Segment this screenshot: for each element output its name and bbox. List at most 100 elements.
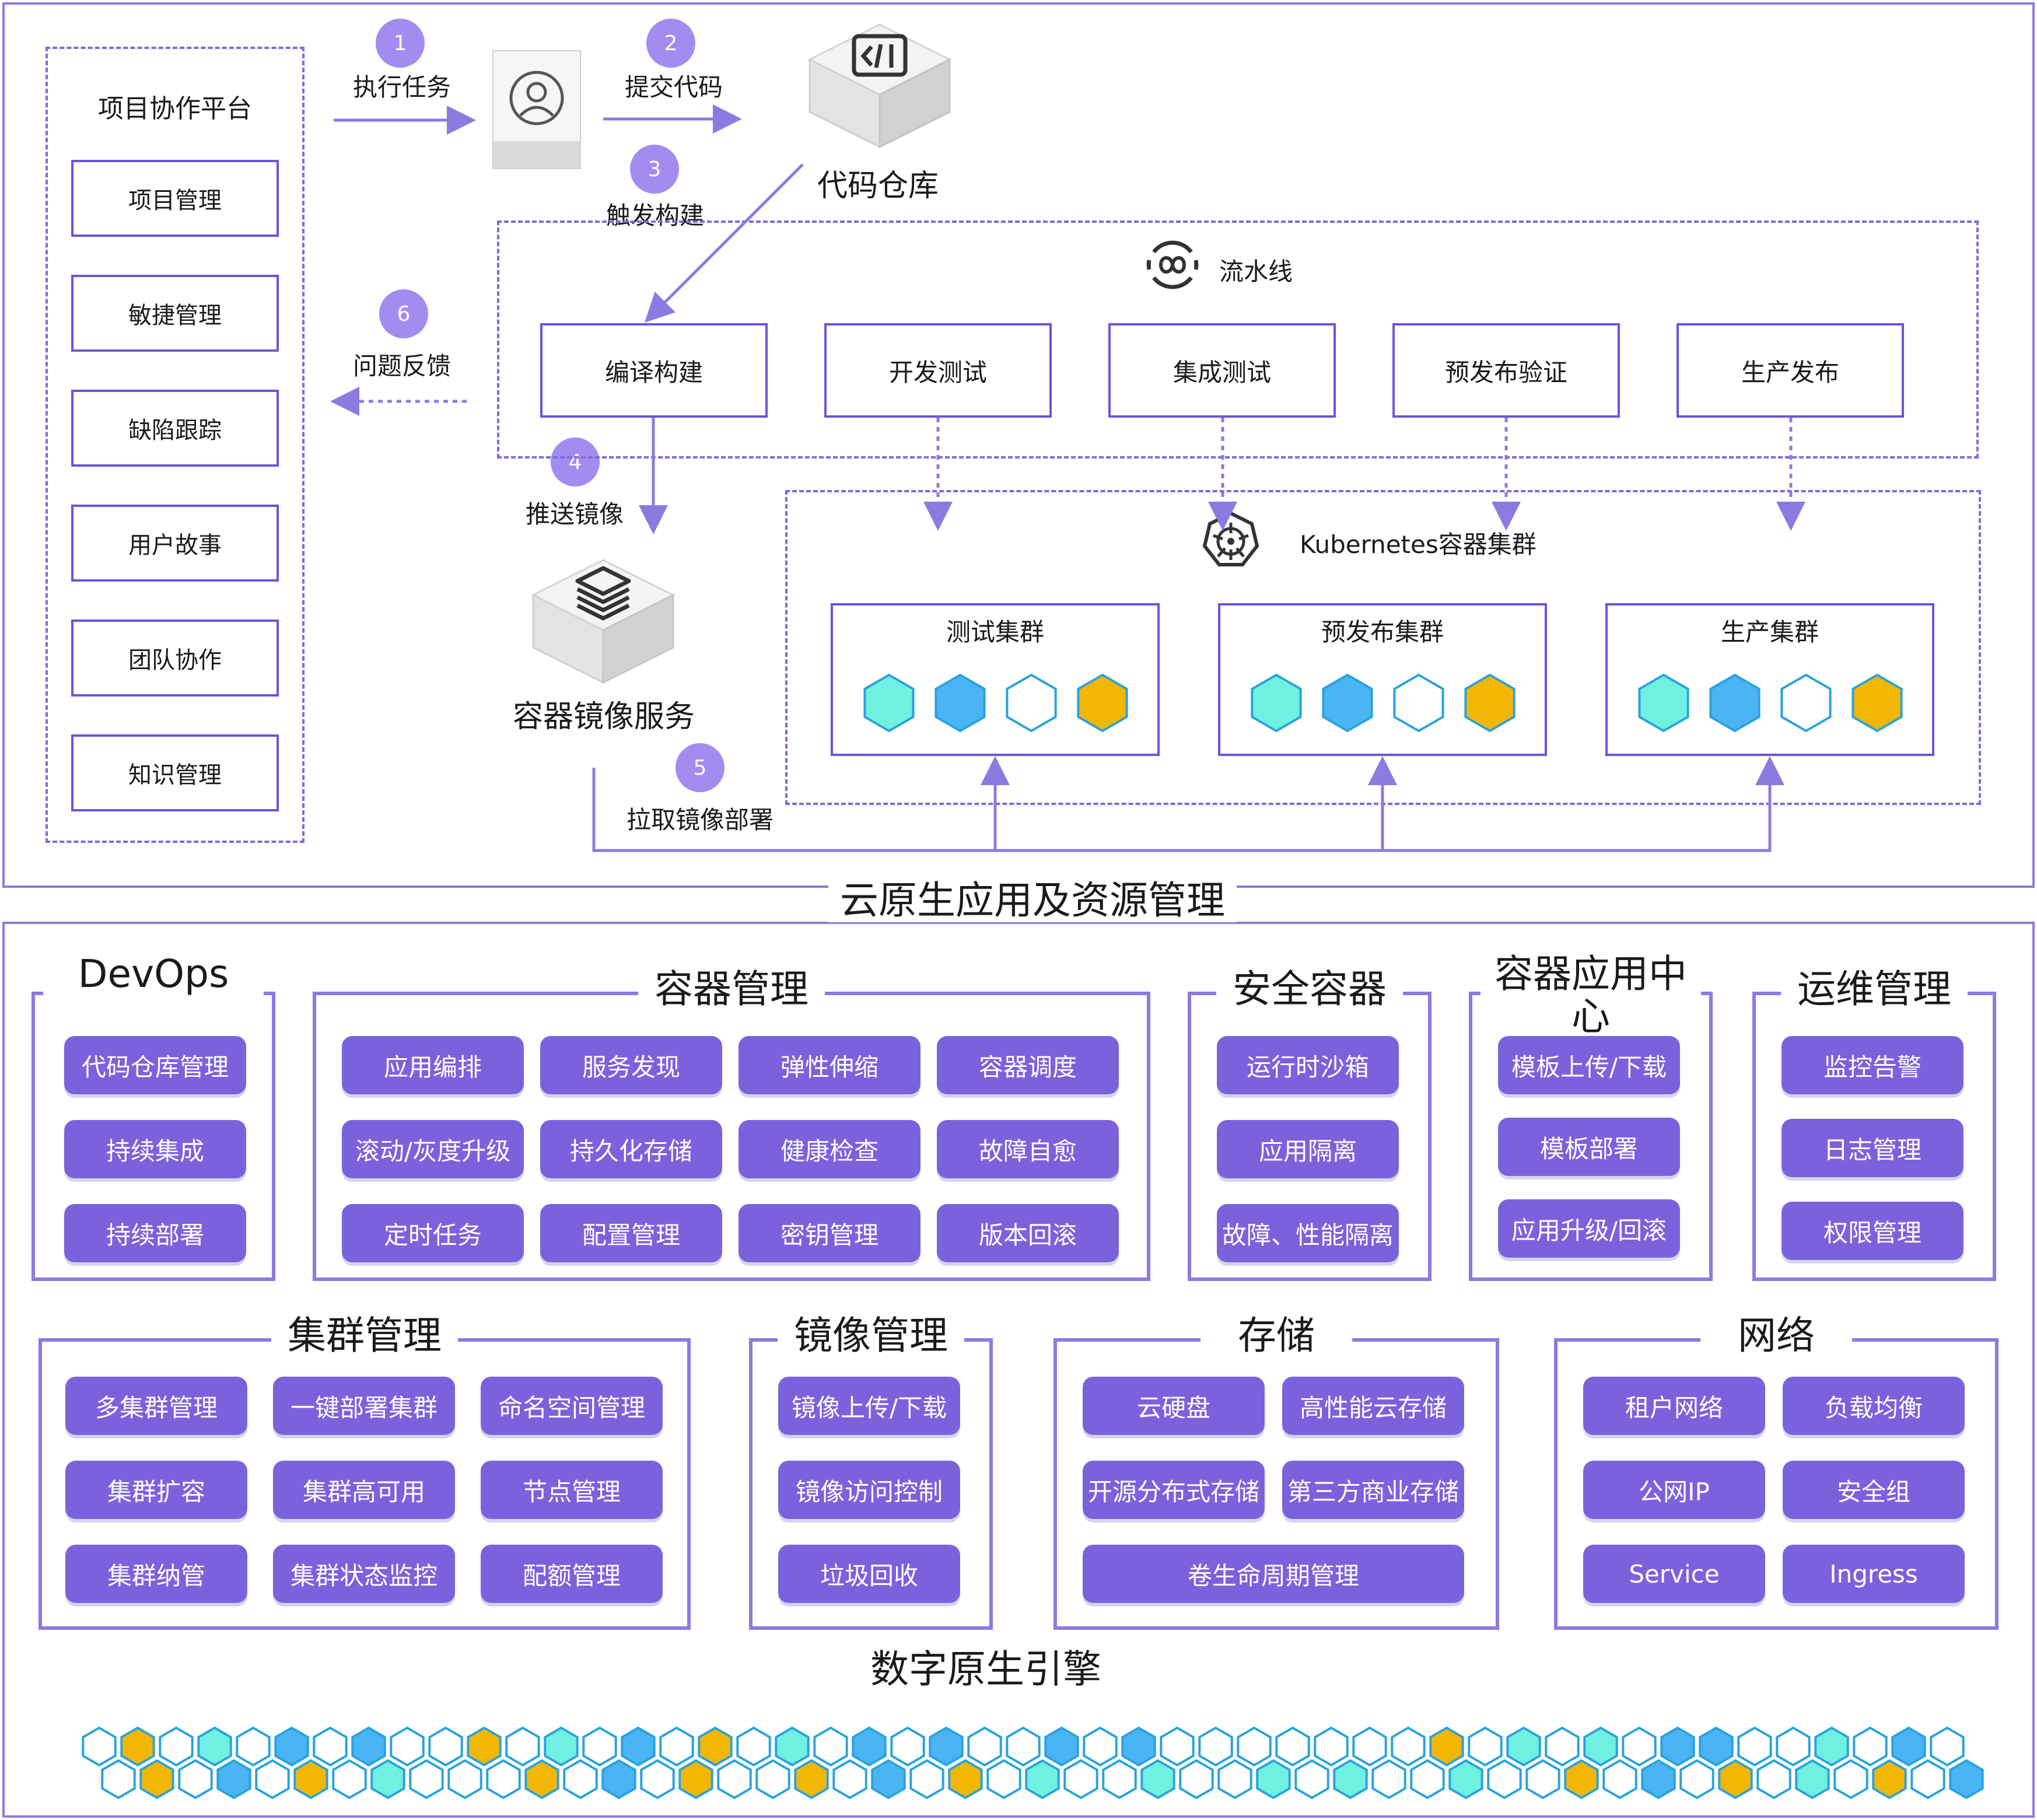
module-item-button[interactable]: 权限管理	[1782, 1202, 1964, 1260]
module-item-button[interactable]: 租户网络	[1583, 1377, 1765, 1435]
engine-hexagon	[428, 1726, 463, 1767]
engine-hexagon	[1737, 1726, 1772, 1767]
module-item-button[interactable]: 模板上传/下载	[1498, 1036, 1680, 1094]
module-item-button[interactable]: Service	[1583, 1545, 1765, 1603]
registry-label: 容器镜像服务	[512, 699, 695, 734]
engine-hexagon	[890, 1726, 925, 1767]
module-item-button[interactable]: 持续部署	[64, 1204, 246, 1262]
engine-hexagon	[120, 1726, 155, 1767]
module-item-button[interactable]: 应用编排	[342, 1036, 524, 1094]
engine-hexagon	[582, 1726, 617, 1767]
step-4-badge: 4	[551, 438, 600, 487]
module-item-button[interactable]: 滚动/灰度升级	[342, 1120, 524, 1178]
engine-hexagon	[929, 1726, 964, 1767]
module-item-button[interactable]: 容器调度	[937, 1036, 1119, 1094]
step-6-label: 问题反馈	[352, 352, 451, 380]
engine-hexagon	[1448, 1759, 1483, 1800]
engine-hexagon	[1506, 1726, 1541, 1767]
module-item-button[interactable]: 配置管理	[540, 1204, 722, 1262]
module-item-button[interactable]: 一键部署集群	[273, 1377, 455, 1435]
module-item-button[interactable]: 服务发现	[540, 1036, 722, 1094]
engine-hexagon	[755, 1759, 790, 1800]
module-item-button[interactable]: 运行时沙箱	[1217, 1036, 1399, 1094]
module-item-button[interactable]: 集群扩容	[65, 1461, 247, 1519]
platform-item[interactable]: 项目管理	[71, 160, 279, 237]
module-item-button[interactable]: 应用隔离	[1217, 1120, 1399, 1178]
module-item-button[interactable]: 应用升级/回滚	[1498, 1199, 1680, 1258]
pod-hexagon	[1393, 673, 1444, 733]
module-item-button[interactable]: 卷生命周期管理	[1083, 1545, 1464, 1603]
module-item-button[interactable]: 弹性伸缩	[738, 1036, 921, 1094]
module-item-button[interactable]: 故障、性能隔离	[1217, 1204, 1399, 1262]
module-item-button[interactable]: 故障自愈	[937, 1120, 1119, 1178]
platform-item[interactable]: 缺陷跟踪	[71, 390, 279, 467]
engine-hexagon	[1429, 1726, 1464, 1767]
engine-hexagon	[467, 1726, 502, 1767]
pod-hexagons	[1638, 673, 1903, 733]
module-item-button[interactable]: 版本回滚	[937, 1204, 1119, 1262]
module-item-button[interactable]: 公网IP	[1583, 1461, 1765, 1519]
module-item-button[interactable]: 代码仓库管理	[64, 1036, 246, 1094]
engine-hexagon	[1237, 1726, 1272, 1767]
module-item-button[interactable]: 镜像上传/下载	[778, 1377, 960, 1435]
engine-hexagon	[139, 1759, 174, 1800]
module-title: 集群管理	[271, 1314, 458, 1357]
engine-hexagon	[390, 1726, 425, 1767]
module-title: 容器管理	[638, 968, 825, 1011]
module-item-button[interactable]: 配额管理	[481, 1545, 663, 1603]
module-item-button[interactable]: 云硬盘	[1083, 1377, 1265, 1435]
module-item-button[interactable]: 多集群管理	[65, 1377, 247, 1435]
pipeline-stage[interactable]: 集成测试	[1108, 323, 1336, 418]
module-item-button[interactable]: Ingress	[1783, 1545, 1965, 1603]
module-item-button[interactable]: 高性能云存储	[1282, 1377, 1464, 1435]
module-item-button[interactable]: 垃圾回收	[778, 1545, 960, 1603]
module-item-button[interactable]: 负载均衡	[1783, 1377, 1965, 1435]
engine-hexagon	[178, 1759, 213, 1800]
platform-item[interactable]: 知识管理	[71, 734, 279, 811]
module-item-button[interactable]: 密钥管理	[738, 1204, 921, 1262]
platform-item[interactable]: 敏捷管理	[71, 275, 279, 352]
platform-item[interactable]: 用户故事	[71, 505, 279, 582]
engine-hexagon	[274, 1726, 309, 1767]
module-item-button[interactable]: 集群高可用	[273, 1461, 455, 1519]
engine-hexagon	[1314, 1726, 1349, 1767]
pipeline-stage[interactable]: 开发测试	[824, 323, 1052, 418]
engine-hexagon	[698, 1726, 733, 1767]
engine-hexagon	[293, 1759, 328, 1800]
module-item-button[interactable]: 持续集成	[64, 1120, 246, 1178]
engine-hexagon	[621, 1726, 656, 1767]
module-item-button[interactable]: 第三方商业存储	[1282, 1461, 1464, 1519]
engine-hexagon	[601, 1759, 636, 1800]
module-item-button[interactable]: 节点管理	[481, 1461, 663, 1519]
engine-hexagon	[524, 1759, 559, 1800]
module-item-button[interactable]: 集群纳管	[65, 1545, 247, 1603]
code-repo-icon	[807, 23, 952, 149]
module-item-button[interactable]: 集群状态监控	[273, 1545, 455, 1603]
step-3-badge: 3	[630, 145, 679, 194]
step-5-badge: 5	[676, 743, 724, 792]
platform-title: 项目协作平台	[98, 94, 252, 124]
module-item-button[interactable]: 镜像访问控制	[778, 1461, 960, 1519]
pipeline-icon	[1146, 240, 1199, 289]
engine-hexagon	[775, 1726, 810, 1767]
platform-item[interactable]: 团队协作	[71, 620, 279, 696]
module-item-button[interactable]: 定时任务	[342, 1204, 524, 1262]
module-item-button[interactable]: 健康检查	[738, 1120, 921, 1178]
module-item-button[interactable]: 日志管理	[1782, 1119, 1964, 1177]
project-platform-panel	[46, 47, 304, 843]
engine-hexagon	[948, 1759, 983, 1800]
engine-hexagon	[101, 1759, 136, 1800]
module-item-button[interactable]: 开源分布式存储	[1083, 1461, 1265, 1519]
module-item-button[interactable]: 命名空间管理	[481, 1377, 663, 1435]
pipeline-stage[interactable]: 编译构建	[540, 323, 768, 418]
pipeline-stage[interactable]: 生产发布	[1676, 323, 1904, 418]
module-item-button[interactable]: 监控告警	[1782, 1036, 1964, 1094]
pipeline-stage[interactable]: 预发布验证	[1392, 323, 1620, 418]
module-item-button[interactable]: 安全组	[1783, 1461, 1965, 1519]
engine-hexagon	[1063, 1759, 1098, 1800]
module-item-button[interactable]: 模板部署	[1498, 1118, 1680, 1176]
engine-hexagon	[1352, 1726, 1387, 1767]
engine-hexagon	[736, 1726, 771, 1767]
module-item-button[interactable]: 持久化存储	[540, 1120, 722, 1178]
module-title: 网络	[1700, 1314, 1852, 1357]
